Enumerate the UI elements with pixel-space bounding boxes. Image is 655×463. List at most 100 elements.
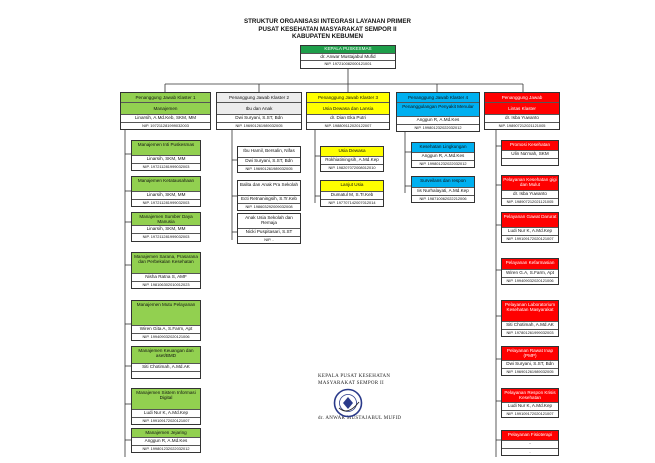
- manajemen-unit-name: Nisha Ratna S, AMF: [132, 274, 200, 282]
- manajemen-unit-name: Linarsih, SKM, MM: [132, 226, 200, 234]
- manajemen-unit-nip: NIP. 199109172020121007: [142, 417, 190, 423]
- signature-line-2: MASYARAKAT SEMPOR II: [318, 381, 384, 386]
- lintas-unit-title: Pelayanan Fisioterapi: [502, 431, 558, 441]
- klaster-4-nip: NIP. 199801232022032012: [414, 124, 462, 130]
- lintas-unit-nip: NIP. 199109172020121007: [506, 410, 554, 416]
- manajemen-unit-nip: NIP. 199801232022032012: [142, 445, 190, 451]
- klaster-3-unit-title: Lanjut Usia: [321, 181, 383, 192]
- lintas-unit-box: Pelayanan Laboratorium Kesehatan Masyara…: [501, 300, 559, 338]
- klaster-3-head: Penanggung Jawab Klaster 3: [307, 93, 389, 103]
- manajemen-unit-name: Linarsih, SKM, MM: [132, 192, 200, 200]
- klaster-lintas-name: dr. Isba Yuwanto: [485, 115, 559, 123]
- klaster-2-unit-title: Anak Usia Sekolah dan Remaja: [238, 214, 300, 229]
- klaster-2-subhead: Ibu dan Anak: [217, 103, 301, 115]
- klaster-4-unit-title: Surveilans dan respon: [412, 177, 474, 188]
- manajemen-unit-nip: NIP. 197211281999032003: [142, 234, 190, 239]
- klaster-2-nip: NIP. 196901261989032005: [235, 122, 283, 128]
- lintas-unit-title: Pelayanan Rawat Inap (PMP): [502, 347, 558, 361]
- manajemen-unit-title: Manajemen Sarana, Prasarana dan Perbekal…: [132, 253, 200, 274]
- klaster-1-nip: NIP. 197211281999032003: [142, 122, 189, 128]
- manajemen-unit-name: Linarsih, SKM, MM: [132, 156, 200, 164]
- klaster-1-box: Penanggung Jawab Klaster 1 Manajemen Lin…: [120, 92, 211, 131]
- manajemen-unit-title: Manajemen Sumber Daya Manusia: [132, 213, 200, 227]
- klaster-1-head: Penanggung Jawab Klaster 1: [121, 93, 210, 103]
- manajemen-unit-nip: NIP. 197211281999032003: [142, 163, 190, 169]
- lintas-unit-name: dr. Isba Yuwanto: [502, 191, 558, 199]
- klaster-1-name: Linarsih, A.Md.Keb, SKM, MM: [121, 115, 210, 123]
- manajemen-unit-name: Wiren Gita A, S.Farm, Apt: [132, 326, 200, 334]
- lintas-unit-nip: -: [529, 448, 531, 454]
- manajemen-unit-title: Manajemen Keuangan dan aset/BMD: [132, 347, 200, 364]
- manajemen-unit-name: Siti Chotimah, A.Md.AK: [132, 364, 200, 372]
- klaster-3-box: Penanggung Jawab Klaster 3 Usia Dewasa d…: [306, 92, 390, 131]
- lintas-unit-nip: NIP. 197801261999032003: [506, 329, 554, 335]
- klaster-3-unit-name: Dumatul M, S.Tr.Keb: [321, 192, 383, 200]
- klaster-3-unit-title: Usia Dewasa: [321, 147, 383, 157]
- klaster-lintas-subhead: Lintas Klaster: [485, 103, 559, 115]
- lintas-unit-title: Pelayanan Respon Krisis Kesehatan: [502, 389, 558, 403]
- klaster-4-subhead: Penanggulangan Penyakit Menular: [397, 103, 479, 117]
- klaster-3-unit-name: Rokhiatiningsih, A.Md.Kep: [321, 157, 383, 165]
- lintas-unit-nip: NIP. 196901261989032005: [506, 368, 554, 374]
- klaster-3-nip: NIP. 198809112020122007: [324, 122, 372, 128]
- lintas-unit-title: Pelayanan Kefarmasian: [502, 259, 558, 270]
- manajemen-unit-nip: [132, 372, 200, 378]
- kepala-nip: NIP. 197210082000121001: [324, 61, 372, 67]
- signature-line-3: dr. ANWAR MUSTAJABUL MUFID: [318, 416, 402, 421]
- official-stamp-icon: [333, 388, 363, 418]
- manajemen-unit-title: Manajemen Ketatausahaan: [132, 177, 200, 192]
- klaster-2-name: Dwi Suryani, S.ST, Bdn: [217, 115, 301, 123]
- klaster-2-unit-name: Nicki Puspitasari, S.ST: [238, 229, 300, 237]
- lintas-unit-title: Pelayanan Gawat Darurat: [502, 213, 558, 228]
- klaster-lintas-nip: NIP. 198907212021121005: [498, 122, 546, 128]
- lintas-unit-box: Pelayanan Fisioterapi--: [501, 430, 559, 457]
- signature-line-1: KEPALA PUSAT KESEHATAN: [318, 374, 391, 379]
- lintas-unit-name: Ulin Na'mah, SKM: [502, 151, 558, 159]
- klaster-2-box: Penanggung Jawab Klaster 2 Ibu dan Anak …: [216, 92, 302, 131]
- klaster-4-unit-nip: NIP. 198710062022212006: [419, 195, 467, 201]
- title-line-3: KABUPATEN KEBUMEN: [292, 33, 363, 41]
- title-line-1: STRUKTUR ORGANISASI INTEGRASI LAYANAN PR…: [244, 18, 411, 25]
- manajemen-unit-nip: NIP. 198106302010012023: [142, 281, 190, 287]
- lintas-unit-name: Ludi Nur K, A.Md.Kep: [502, 403, 558, 411]
- klaster-3-subhead: Usia Dewasa dan Lansia: [307, 103, 389, 115]
- klaster-2-unit-title: Balita dan Anak Pra Sekolah: [238, 181, 300, 196]
- lintas-unit-name: Ludi Nur K, A.Md.Kep: [502, 228, 558, 236]
- signature-block: KEPALA PUSAT KESEHATAN MASYARAKAT SEMPOR…: [318, 373, 428, 422]
- title-line-2: PUSAT KESEHATAN MASYARAKAT SEMPOR II: [258, 25, 397, 33]
- manajemen-unit-title: Manajemen Mutu Pelayanan: [132, 301, 200, 326]
- klaster-3-unit-nip: NIP. 197707142007012014: [328, 199, 376, 205]
- manajemen-unit-name: Ludi Nur K, A.Md.Kep: [132, 410, 200, 418]
- klaster-3-unit-nip: NIP. 198207072008012010: [328, 164, 376, 170]
- klaster-4-name: Anggun R, A.Md.Kes: [397, 117, 479, 125]
- klaster-4-unit-name: Iis Nurhalayati, A.Md.Kep: [412, 188, 474, 196]
- klaster-4-head: Penanggung Jawab Klaster 4: [397, 93, 479, 103]
- manajemen-unit-nip: NIP. 199409032020121006: [142, 333, 190, 339]
- lintas-unit-name: Dwi Suryani, S.ST, Bdn: [502, 361, 558, 369]
- klaster-4-box: Penanggung Jawab Klaster 4 Penanggulanga…: [396, 92, 480, 133]
- klaster-3-name: dr. Dian Eka Putri: [307, 115, 389, 123]
- lintas-unit-box: Pelayanan Rawat Inap (PMP)Dwi Suryani, S…: [501, 346, 559, 377]
- lintas-unit-title: Pelayanan Kesehatan gigi dan Mulut: [502, 176, 558, 191]
- manajemen-unit-title: Manajemen Sistem Informasi Digital: [132, 389, 200, 410]
- lintas-unit-nip: NIP. 199409032020121006: [506, 277, 554, 283]
- lintas-unit-name: -: [502, 441, 558, 449]
- manajemen-unit-title: Manajemen Inti Puskesmas: [132, 141, 200, 156]
- klaster-2-unit-nip: NIP. -: [264, 236, 274, 242]
- kepala-name: dr. Anwar Mustajabul Mufid: [301, 54, 395, 62]
- chart-title: STRUKTUR ORGANISASI INTEGRASI LAYANAN PR…: [0, 18, 655, 41]
- klaster-2-unit-name: Dwi Suryani, S.ST, Bdn: [238, 158, 300, 166]
